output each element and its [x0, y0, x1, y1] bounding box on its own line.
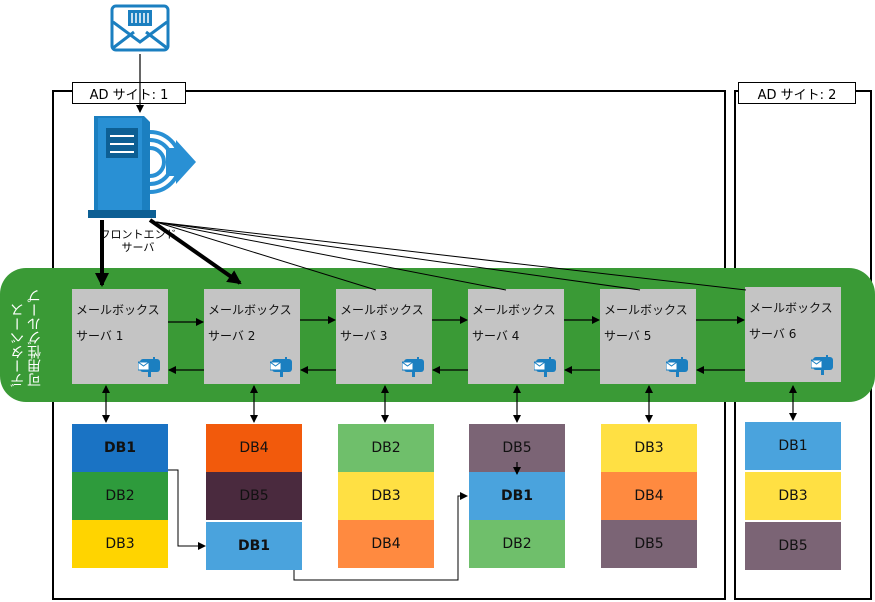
mailbox-server-1: メールボックス サーバ 1	[72, 289, 168, 384]
mailbox-icon	[138, 357, 160, 377]
db-copy: DB1	[469, 472, 565, 520]
mailbox-server-number: サーバ 4	[472, 329, 520, 343]
mailbox-icon	[666, 357, 688, 377]
mailbox-icon	[534, 357, 556, 377]
mailbox-server-number: サーバ 6	[749, 327, 797, 341]
db-copy: DB2	[338, 424, 434, 472]
db-copy: DB1	[745, 422, 841, 470]
mailbox-server-number: サーバ 5	[604, 329, 652, 343]
mailbox-server-4: メールボックス サーバ 4	[468, 289, 564, 384]
mailbox-server-number: サーバ 1	[76, 329, 124, 343]
db-copy: DB4	[601, 472, 697, 520]
mailbox-server-3: メールボックス サーバ 3	[336, 289, 432, 384]
frontend-to-mbx2-arrow	[148, 218, 242, 285]
db-copy: DB3	[745, 472, 841, 520]
frontend-server-icon	[86, 112, 202, 224]
db-copy: DB5	[601, 520, 697, 568]
db-copy: DB2	[72, 472, 168, 520]
frontend-to-mbx5-line	[155, 221, 641, 291]
mailbox-icon	[270, 357, 292, 377]
db-copy: DB3	[338, 472, 434, 520]
db1-copy-path-1	[168, 469, 206, 550]
frontend-to-mbx3-line	[155, 221, 377, 291]
mailbox-server-6: メールボックス サーバ 6	[745, 287, 841, 382]
envelope-icon	[110, 2, 170, 52]
frontend-server-label: フロントエンド サーバ	[88, 228, 188, 254]
mailbox-server-title: メールボックス	[472, 303, 556, 317]
db-copy: DB4	[206, 424, 302, 472]
db-copy: DB3	[72, 520, 168, 568]
mailbox-icon	[402, 357, 424, 377]
frontend-label-line2: サーバ	[121, 241, 155, 254]
db1-copy-path-2	[293, 492, 468, 581]
mailbox-server-number: サーバ 3	[340, 329, 388, 343]
db-copy: DB4	[338, 520, 434, 568]
mailbox-server-title: メールボックス	[604, 303, 688, 317]
db-copy: DB1	[206, 522, 302, 570]
db-copy: DB2	[469, 520, 565, 568]
frontend-to-mbx6-line	[155, 221, 747, 291]
mailbox-server-5: メールボックス サーバ 5	[600, 289, 696, 384]
frontend-to-mbx4-line	[155, 221, 507, 291]
db-copy: DB5	[206, 472, 302, 520]
mailbox-server-title: メールボックス	[76, 303, 160, 317]
ad-site-2-label: AD サイト: 2	[738, 82, 856, 104]
mailbox-icon	[811, 355, 833, 375]
mailbox-server-title: メールボックス	[340, 303, 424, 317]
db-copy: DB3	[601, 424, 697, 472]
mailbox-server-number: サーバ 2	[208, 329, 256, 343]
ad-site-1-label: AD サイト: 1	[72, 82, 186, 104]
mailbox-server-title: メールボックス	[208, 303, 292, 317]
db-copy: DB5	[745, 522, 841, 570]
frontend-label-line1: フロントエンド	[99, 228, 177, 241]
mailbox-server-2: メールボックス サーバ 2	[204, 289, 300, 384]
db-copy: DB1	[72, 424, 168, 472]
mailbox-server-title: メールボックス	[749, 301, 833, 315]
